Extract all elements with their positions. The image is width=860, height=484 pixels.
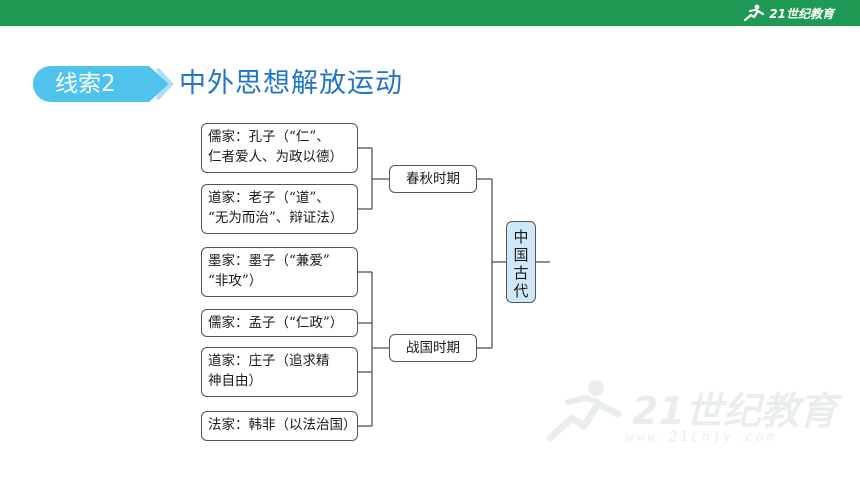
clue-tag-label: 线索2 — [55, 71, 116, 97]
school-line: 儒家：孔子（“仁”、 — [208, 129, 330, 145]
school-node-zhuangzi: 道家：庄子（追求精 神自由） — [201, 347, 358, 397]
root-char: 中 — [513, 228, 529, 246]
clue-tag: 线索2 — [33, 66, 173, 102]
school-line: 墨家：墨子（“兼爱” — [208, 253, 330, 269]
school-line: “非攻”） — [208, 273, 263, 289]
watermark-url: www.21cnjy.com — [626, 430, 778, 445]
school-line: “无为而治”、辩证法） — [208, 210, 344, 226]
school-node-laozi: 道家：老子（“道”、 “无为而治”、辩证法） — [201, 184, 358, 234]
school-line: 法家：韩非（以法治国） — [208, 417, 357, 433]
school-node-hanfei: 法家：韩非（以法治国） — [201, 411, 358, 441]
period-node-warring-states: 战国时期 — [389, 334, 477, 362]
school-line: 道家：老子（“道”、 — [208, 190, 330, 206]
school-line: 神自由） — [208, 373, 262, 389]
school-line: 儒家：孟子（“仁政”） — [208, 315, 344, 331]
school-node-confucius: 儒家：孔子（“仁”、 仁者爱人、为政以德） — [201, 123, 358, 173]
period-node-spring-autumn: 春秋时期 — [389, 165, 477, 193]
watermark-runner-icon — [546, 380, 622, 442]
watermark-text: 21世纪教育 — [632, 389, 837, 433]
clue-tag-shape — [33, 66, 173, 102]
page-title: 中外思想解放运动 — [179, 68, 403, 99]
root-char: 古 — [513, 264, 529, 282]
school-line: 仁者爱人、为政以德） — [208, 149, 343, 165]
brand-logo-text: 21世纪教育 — [769, 6, 834, 21]
school-node-mencius: 儒家：孟子（“仁政”） — [201, 309, 358, 337]
school-node-mozi: 墨家：墨子（“兼爱” “非攻”） — [201, 247, 358, 297]
runner-logo-icon — [744, 4, 765, 22]
watermark: 21世纪教育 www.21cnjy.com — [540, 376, 840, 456]
root-node-ancient-china: 中 国 古 代 — [506, 221, 536, 303]
top-banner: 21世纪教育 — [0, 0, 860, 26]
brand-logo: 21世纪教育 — [741, 3, 834, 23]
root-char: 国 — [513, 246, 529, 264]
root-char: 代 — [513, 282, 529, 300]
school-line: 道家：庄子（追求精 — [208, 353, 330, 369]
